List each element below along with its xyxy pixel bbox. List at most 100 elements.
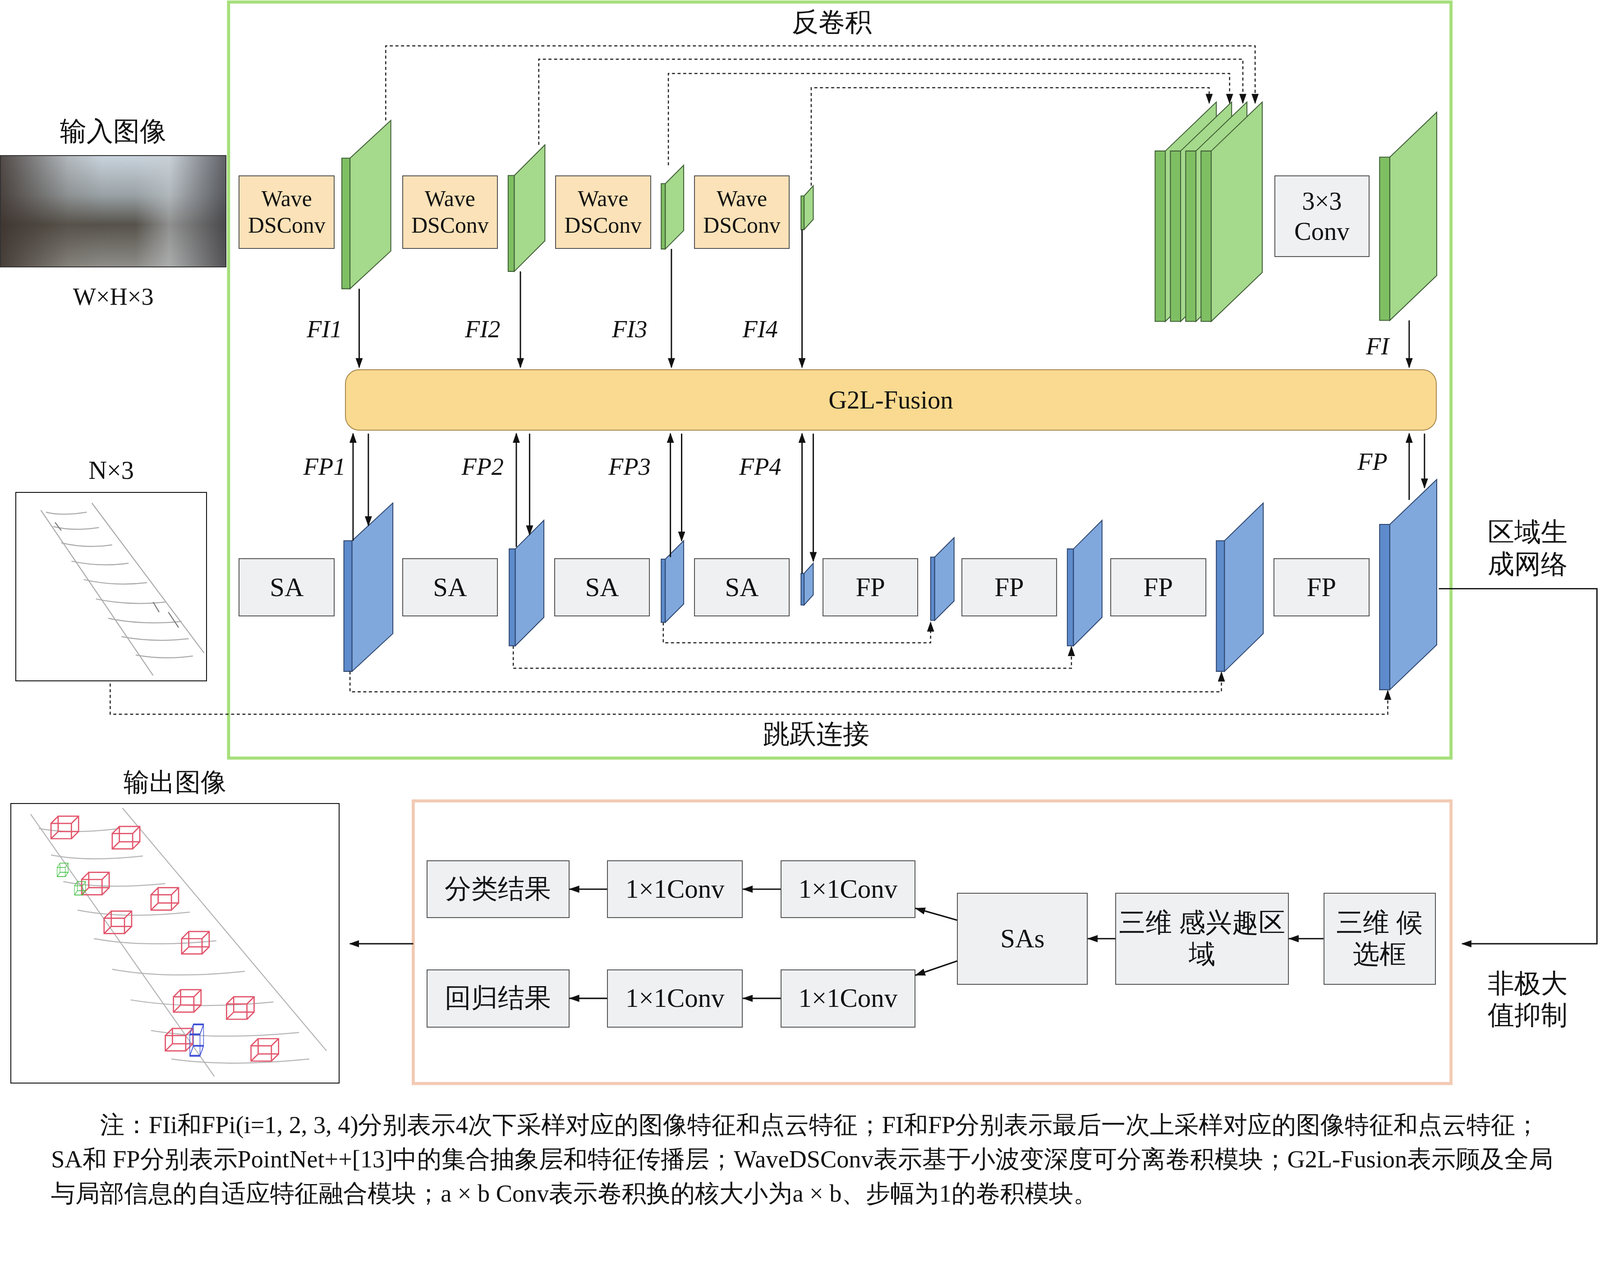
deconv-line xyxy=(811,87,1210,186)
feature-arrow xyxy=(1408,433,1410,501)
feature-arrow xyxy=(519,271,522,368)
car-box xyxy=(251,1038,279,1062)
conv-box: 1×1Conv xyxy=(780,969,916,1028)
output-point-cloud xyxy=(30,808,327,1077)
connection-label: 跳跃连接 xyxy=(763,718,870,751)
step-label: 区域生成网络 xyxy=(1485,517,1570,581)
sa-box: SA xyxy=(694,558,791,617)
connector-arrow xyxy=(915,908,958,920)
street-photo xyxy=(0,155,227,268)
feature-map xyxy=(804,185,814,230)
scan-line xyxy=(130,999,274,1006)
frame-border xyxy=(10,803,341,1084)
feature-map-side xyxy=(1379,156,1390,321)
scan-edge xyxy=(41,510,154,676)
feature-map-side xyxy=(1154,151,1166,322)
scan-line xyxy=(96,598,166,604)
box-label: SA xyxy=(724,571,759,603)
box-label: FP xyxy=(1306,571,1337,603)
feature-arrow xyxy=(801,433,803,574)
feature-map xyxy=(1389,479,1437,690)
feature-map xyxy=(514,144,545,272)
fp-box: FP xyxy=(1273,558,1370,617)
scan-edge xyxy=(122,808,327,1052)
feature-map xyxy=(1224,503,1264,672)
box-label: Wave DSConv xyxy=(403,185,498,239)
feature-map-side xyxy=(1067,548,1074,646)
box-label: 回归结果 xyxy=(444,982,552,1014)
feature-label: FP2 xyxy=(461,452,504,483)
box-label: SAs xyxy=(1000,923,1045,955)
feature-map-side xyxy=(1379,524,1390,690)
figure-note: 注：FIi和FPi(i=1, 2, 3, 4)分别表示4次下采样对应的图像特征和… xyxy=(50,1108,1562,1211)
connector-arrow xyxy=(569,888,608,890)
box-label: 1×1Conv xyxy=(625,873,725,905)
point-feature-maps xyxy=(344,479,1437,690)
scan-line xyxy=(83,579,148,584)
feature-map-side xyxy=(508,175,515,272)
feature-map-side xyxy=(800,573,805,606)
box-label: G2L-Fusion xyxy=(828,385,953,416)
image-heading: 输入图像 xyxy=(59,115,167,148)
box-label: 三维 感兴趣区域 xyxy=(1116,907,1288,971)
conv-box: 1×1Conv xyxy=(780,860,916,919)
heading-row: N×3 xyxy=(15,451,207,489)
box-label: FP xyxy=(855,571,885,603)
box-label: FP xyxy=(994,571,1024,603)
conv-box: 3×3 Conv xyxy=(1274,175,1370,258)
box-label: 三维 候选框 xyxy=(1324,907,1435,971)
box-label: 3×3 Conv xyxy=(1275,186,1369,247)
feature-label: FP xyxy=(1357,447,1388,477)
proposal-box: 三维 候选框 xyxy=(1323,892,1436,985)
feature-map xyxy=(1389,112,1437,321)
box-label: Wave DSConv xyxy=(694,185,790,239)
feature-map xyxy=(1180,101,1232,322)
dimension-row: W×H×3 xyxy=(0,277,227,317)
car-box xyxy=(165,1028,194,1052)
box-label: FP xyxy=(1143,571,1173,603)
deconv-line xyxy=(385,45,1256,121)
detection-boxes xyxy=(50,816,279,1062)
feature-map xyxy=(349,120,391,289)
feature-map-side xyxy=(1200,151,1212,322)
result-box: 分类结果 xyxy=(426,860,570,919)
feature-label: FP3 xyxy=(608,452,651,483)
scan-line xyxy=(50,855,143,860)
car-box xyxy=(173,989,202,1013)
scan-line xyxy=(45,512,88,515)
sa-box: SAs xyxy=(956,892,1088,985)
fusion-module: G2L-Fusion xyxy=(344,369,1437,431)
scan-line xyxy=(112,969,245,976)
frame-border xyxy=(15,491,207,682)
scan-edge xyxy=(91,503,205,654)
box-label: Wave DSConv xyxy=(556,185,651,239)
sa-box: SA xyxy=(402,558,499,617)
rpn-line xyxy=(1438,588,1597,944)
output-arrow xyxy=(349,943,414,945)
conv-box: 1×1Conv xyxy=(606,860,743,919)
scan-line xyxy=(71,561,129,566)
point-cloud-input: N×3 xyxy=(15,451,207,682)
box-label: 1×1Conv xyxy=(625,982,725,1014)
input-point-cloud xyxy=(41,503,205,676)
scan-line xyxy=(38,828,121,832)
feature-arrow xyxy=(1408,320,1410,368)
box-label: 1×1Conv xyxy=(798,873,898,905)
feature-map-side xyxy=(800,195,805,230)
scan-line xyxy=(108,618,182,623)
car-box xyxy=(81,872,110,896)
feature-arrow xyxy=(528,433,531,535)
scan-line xyxy=(77,910,190,915)
feature-map xyxy=(804,563,814,606)
connector-arrow xyxy=(915,960,958,976)
frame-heading: 输出图像 xyxy=(123,767,227,798)
car-box xyxy=(50,816,79,839)
cyclist-box xyxy=(189,1024,204,1057)
conv-box: 1×1Conv xyxy=(606,969,743,1028)
feature-label: FI xyxy=(1365,332,1389,362)
box-label: SA xyxy=(269,571,304,603)
scan-line xyxy=(135,655,194,658)
deconv-line xyxy=(538,59,1243,145)
wave-dsconv-box: Wave DSConv xyxy=(694,175,791,249)
